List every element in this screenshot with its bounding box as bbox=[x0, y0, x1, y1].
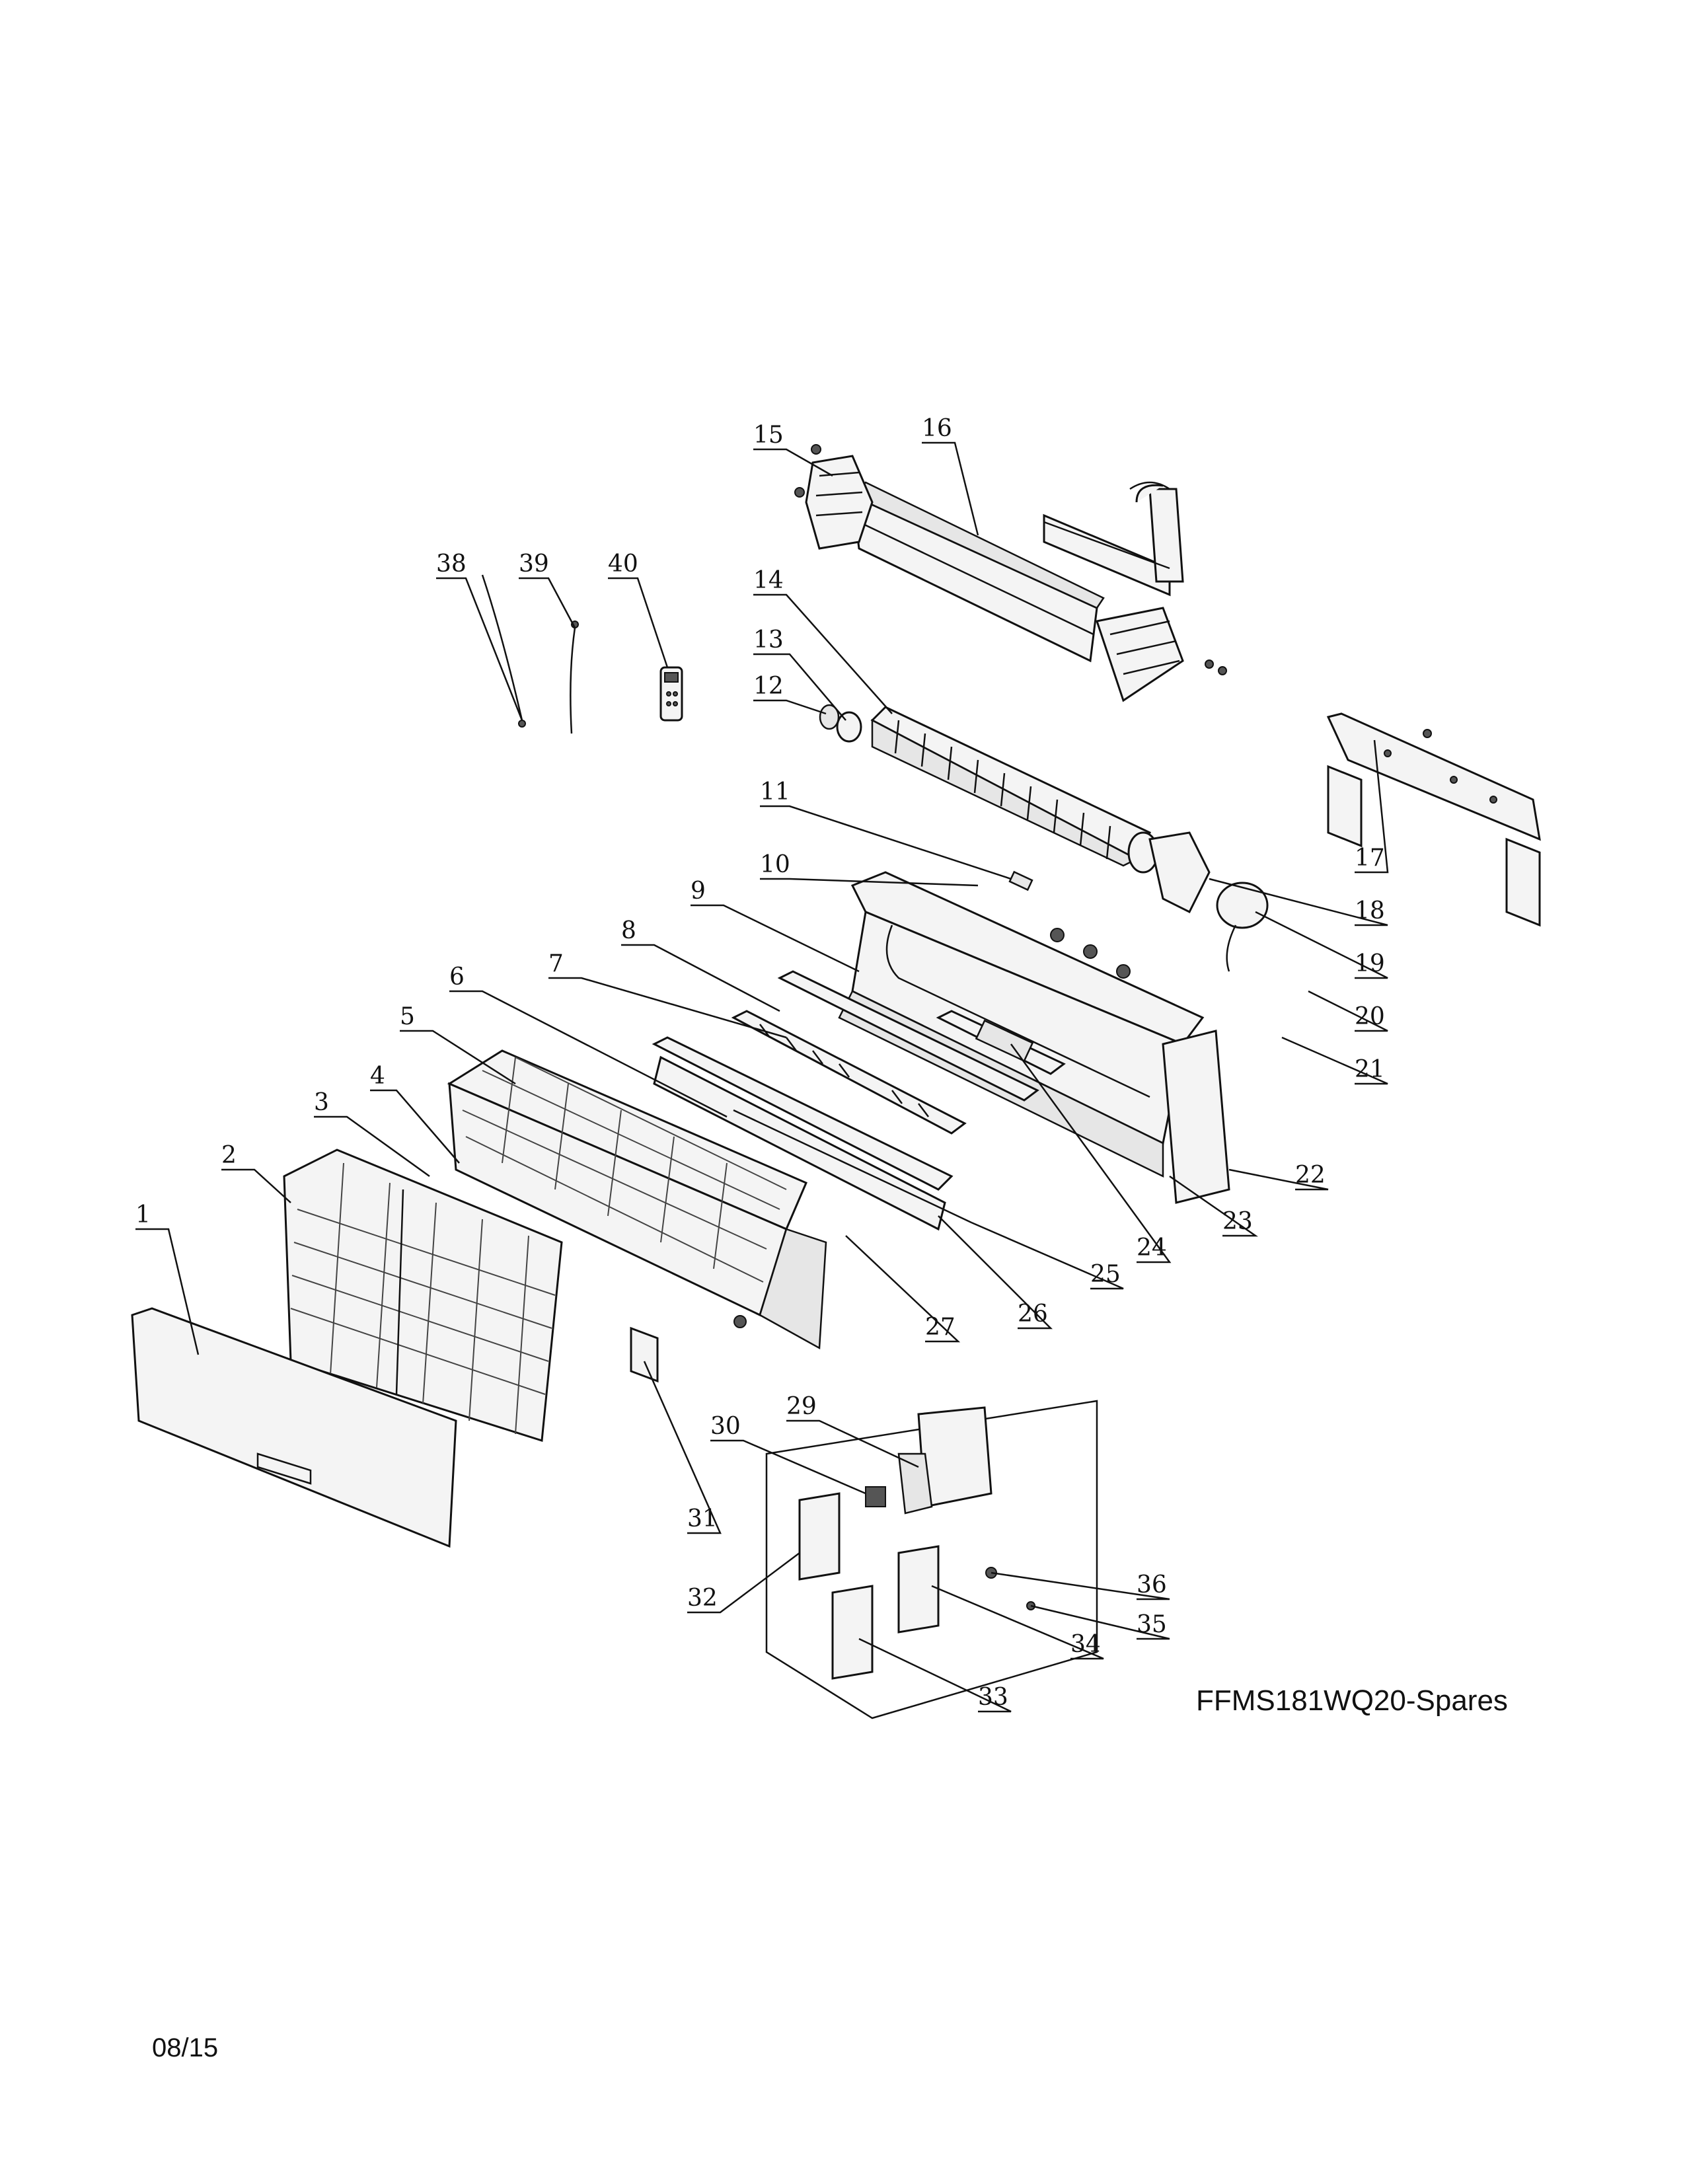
remote-control-drawing bbox=[659, 666, 683, 722]
callout-31: 31 bbox=[687, 1505, 718, 1532]
callout-7: 7 bbox=[548, 950, 564, 977]
model-label: FFMS181WQ20-Spares bbox=[1196, 1684, 1508, 1717]
electrical-box-group-drawing bbox=[765, 1400, 1098, 1719]
callout-36: 36 bbox=[1137, 1571, 1167, 1599]
cross-flow-fan-drawing bbox=[870, 706, 1159, 874]
callout-24: 24 bbox=[1137, 1234, 1167, 1261]
callout-23: 23 bbox=[1222, 1208, 1253, 1235]
coil-bracket-drawing bbox=[794, 444, 874, 550]
callout-6: 6 bbox=[449, 963, 465, 991]
callout-40: 40 bbox=[608, 550, 638, 578]
front-panel-frame-drawing bbox=[447, 1049, 827, 1350]
callout-35: 35 bbox=[1137, 1611, 1167, 1638]
fan-motor-drawing bbox=[1148, 831, 1269, 972]
date-code: 08/15 bbox=[152, 2033, 218, 2062]
callout-10: 10 bbox=[760, 851, 790, 878]
callout-1: 1 bbox=[135, 1201, 151, 1228]
callout-13: 13 bbox=[753, 626, 784, 654]
callout-21: 21 bbox=[1355, 1056, 1385, 1083]
callout-4: 4 bbox=[370, 1063, 385, 1090]
callout-17: 17 bbox=[1355, 845, 1385, 872]
swing-louver-drawing bbox=[777, 970, 1066, 1102]
callout-9: 9 bbox=[691, 878, 706, 905]
callout-18: 18 bbox=[1355, 897, 1385, 924]
leader-lines bbox=[135, 441, 1389, 1713]
callout-12: 12 bbox=[753, 673, 784, 700]
callout-34: 34 bbox=[1070, 1631, 1101, 1658]
callout-29: 29 bbox=[786, 1393, 817, 1420]
callout-25: 25 bbox=[1090, 1261, 1121, 1288]
display-board-drawing bbox=[630, 1326, 659, 1383]
callout-8: 8 bbox=[621, 917, 636, 944]
callout-27: 27 bbox=[925, 1314, 955, 1341]
callout-30: 30 bbox=[710, 1413, 741, 1440]
mounting-plate-drawing bbox=[1326, 712, 1541, 927]
callout-5: 5 bbox=[400, 1003, 415, 1030]
sensor-wire-drawing bbox=[481, 574, 579, 734]
callout-3: 3 bbox=[314, 1089, 329, 1116]
sensor-drawing bbox=[1008, 870, 1033, 891]
callout-11: 11 bbox=[760, 778, 790, 806]
callout-15: 15 bbox=[753, 422, 784, 449]
callout-33: 33 bbox=[978, 1684, 1008, 1711]
air-filter-drawing bbox=[283, 1148, 563, 1442]
callout-26: 26 bbox=[1018, 1300, 1048, 1328]
fan-bearing-drawing bbox=[819, 704, 862, 743]
callout-14: 14 bbox=[753, 567, 784, 594]
callout-20: 20 bbox=[1355, 1003, 1385, 1030]
callout-38: 38 bbox=[436, 550, 467, 578]
deflector-drawing bbox=[652, 1036, 972, 1231]
front-cover-drawing bbox=[131, 1307, 457, 1548]
callout-2: 2 bbox=[221, 1142, 237, 1169]
callout-32: 32 bbox=[687, 1585, 718, 1612]
refrigerant-pipe-drawing bbox=[1043, 481, 1170, 596]
evaporator-coil-drawing bbox=[850, 481, 1227, 702]
callout-22: 22 bbox=[1295, 1162, 1326, 1189]
callout-19: 19 bbox=[1355, 950, 1385, 977]
callout-16: 16 bbox=[922, 415, 952, 442]
callout-39: 39 bbox=[519, 550, 549, 578]
